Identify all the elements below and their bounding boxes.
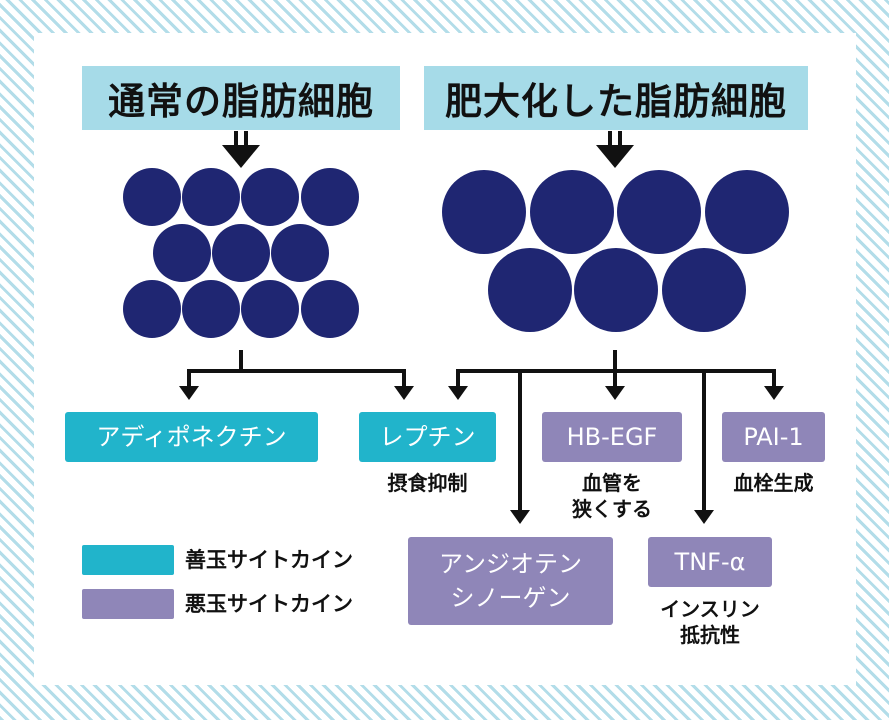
header-arrow-right (596, 131, 634, 168)
cell (241, 280, 299, 338)
cell (301, 168, 359, 226)
cell (182, 168, 240, 226)
hbegf-caption-line2: 狭くする (572, 497, 652, 521)
leptin-caption: 摂食抑制 (387, 471, 468, 495)
hypertrophic-cells (442, 170, 789, 332)
cell (153, 224, 211, 282)
angiotensinogen-line2: シノーゲン (450, 584, 571, 612)
angiotensinogen-line1: アンジオテン (438, 550, 583, 578)
pai1-box: PAI-1 (722, 412, 825, 462)
hbegf-box: HB-EGF (542, 412, 682, 462)
legend-good-label: 善玉サイトカイン (185, 548, 353, 572)
pai1-caption: 血栓生成 (733, 471, 814, 495)
cell (271, 224, 329, 282)
cell (301, 280, 359, 338)
leptin-box: レプチン (359, 412, 496, 462)
normal-cells (123, 168, 359, 338)
header-arrow-left (222, 131, 260, 168)
angiotensinogen-box: アンジオテン シノーゲン (408, 537, 613, 625)
cell (574, 248, 658, 332)
hypertrophic-cell-header: 肥大化した脂肪細胞 (424, 66, 808, 130)
tnfa-caption-line2: 抵抗性 (680, 623, 740, 647)
tnfa-caption-line1: インスリン (660, 597, 760, 621)
cell (442, 170, 526, 254)
cell (123, 280, 181, 338)
hbegf-caption-line1: 血管を (582, 471, 642, 495)
legend-bad-swatch (82, 589, 174, 619)
cell (530, 170, 614, 254)
legend-bad-label: 悪玉サイトカイン (185, 592, 353, 616)
cell (662, 248, 746, 332)
cell (617, 170, 701, 254)
cell (212, 224, 270, 282)
cell (182, 280, 240, 338)
tnfa-caption: インスリン 抵抗性 (638, 596, 782, 648)
hbegf-caption: 血管を 狭くする (542, 470, 682, 522)
cell (705, 170, 789, 254)
hypertrophic-branch-lines (448, 350, 784, 524)
legend-good-swatch (82, 545, 174, 575)
adiponectin-box: アディポネクチン (65, 412, 318, 462)
normal-cell-header: 通常の脂肪細胞 (82, 66, 400, 130)
cell (123, 168, 181, 226)
normal-branch-lines (179, 350, 414, 400)
cell (488, 248, 572, 332)
cell (241, 168, 299, 226)
tnfa-box: TNF-α (648, 537, 772, 587)
